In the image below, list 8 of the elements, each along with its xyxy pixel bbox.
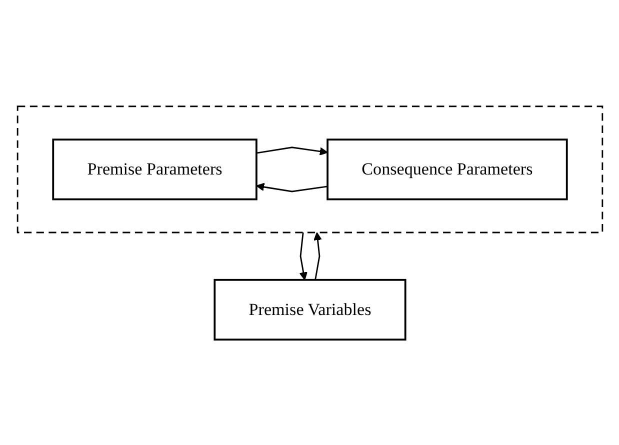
node-box: Premise Parameters xyxy=(52,138,257,200)
cluster xyxy=(16,105,603,233)
arrow xyxy=(256,146,328,155)
arrow xyxy=(256,182,328,192)
node-box: Premise Variables xyxy=(213,278,406,340)
node-box: Consequence Parameters xyxy=(326,138,568,200)
arrow xyxy=(298,232,307,280)
arrow xyxy=(313,232,322,280)
